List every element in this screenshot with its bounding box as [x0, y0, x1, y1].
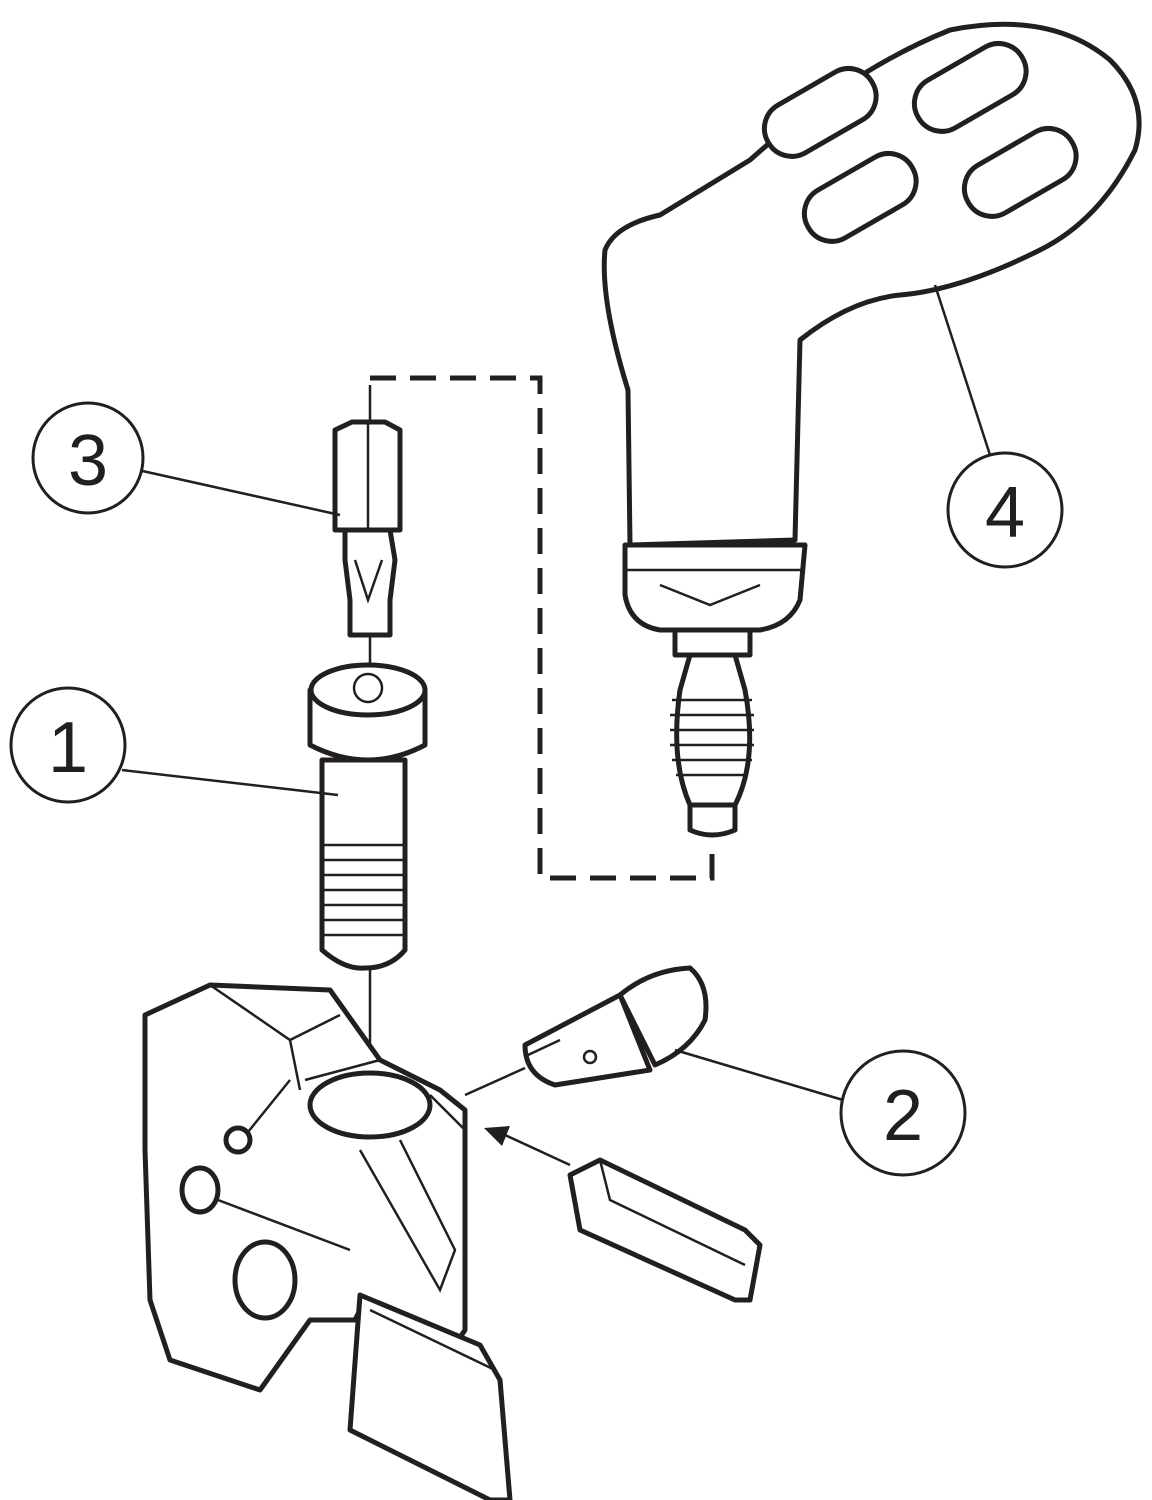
- dashed-connection-line: [370, 375, 715, 881]
- torx-bit: [332, 419, 403, 638]
- arrow-head-icon: [484, 1126, 510, 1146]
- clamp-screw: [307, 662, 428, 971]
- leader-3: [137, 468, 341, 517]
- torque-handle: [601, 21, 1142, 838]
- callout-label: 3: [68, 421, 108, 501]
- callout-label: 1: [48, 708, 88, 788]
- callout-2: 2: [839, 1049, 967, 1177]
- leader-1: [121, 768, 339, 797]
- callout-3: 3: [31, 401, 145, 515]
- pin: [522, 965, 709, 1088]
- insert: [567, 1157, 763, 1303]
- insert-direction-arrow: [504, 1133, 571, 1167]
- callout-label: 4: [985, 473, 1025, 553]
- leader-4: [933, 284, 992, 456]
- callout-4: 4: [946, 451, 1064, 569]
- leader-2-holder: [464, 1066, 526, 1097]
- callout-1: 1: [9, 686, 127, 804]
- leader-2: [674, 1048, 844, 1102]
- tool-holder: [142, 982, 513, 1500]
- callout-label: 2: [883, 1076, 923, 1156]
